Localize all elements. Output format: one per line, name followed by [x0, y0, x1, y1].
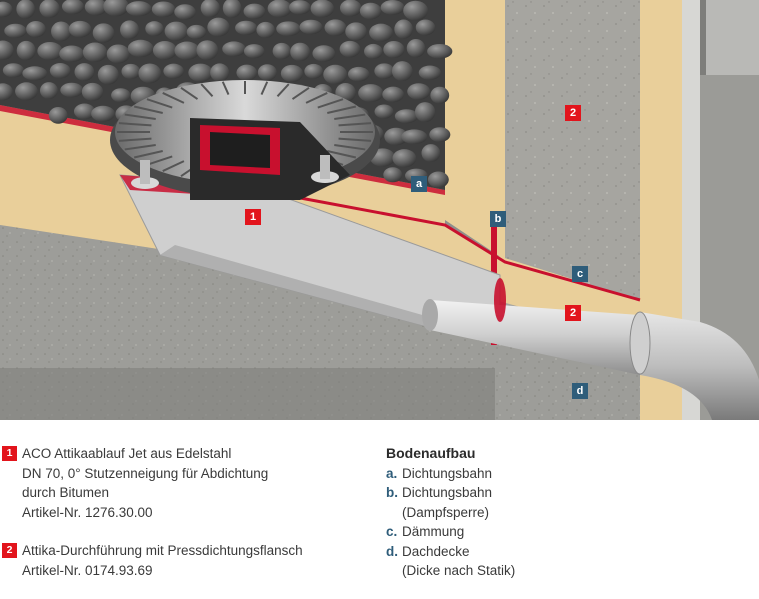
entry-c-line-1: Dämmung	[402, 524, 465, 539]
legend-item-1-line-1: ACO Attikaablauf Jet aus Edelstahl	[22, 446, 232, 461]
badge-2-wall: 2	[565, 105, 581, 121]
entry-a-line-1: Dichtungsbahn	[402, 465, 493, 481]
product-legend: 1 ACO Attikaablauf Jet aus Edelstahl DN …	[2, 444, 303, 599]
entry-letter-a: a.	[386, 465, 398, 481]
entry-letter-c: c.	[386, 524, 398, 539]
entry-letter-d: d.	[386, 543, 398, 559]
legend-item-2-line-1: Attika-Durchführung mit Pressdichtungsfl…	[22, 543, 303, 558]
legend-item-2: 2 Attika-Durchführung mit Pressdichtungs…	[2, 541, 303, 580]
legend-item-1-line-4: Artikel-Nr. 1276.30.00	[22, 504, 153, 520]
legend-item-1: 1 ACO Attikaablauf Jet aus Edelstahl DN …	[2, 444, 303, 522]
legend-item-1-line-3: durch Bitumen	[22, 485, 110, 500]
bodenaufbau-entry-c: c. Dämmung	[386, 522, 515, 542]
badge-d: d	[572, 383, 588, 399]
badge-a: a	[411, 176, 427, 192]
entry-d-line-2: (Dicke nach Statik)	[402, 563, 516, 578]
entry-d-line-1: Dachdecke	[402, 543, 470, 559]
badge-2-pipe: 2	[565, 305, 581, 321]
entry-b-line-1: Dichtungsbahn	[402, 485, 493, 500]
badge-c: c	[572, 266, 588, 282]
bodenaufbau-entry-d: d. Dachdecke (Dicke nach Statik)	[386, 542, 515, 581]
entry-b-line-2: (Dampfsperre)	[402, 504, 490, 520]
entry-letter-b: b.	[386, 485, 398, 500]
legend-number-1: 1	[2, 446, 17, 461]
bodenaufbau-heading: Bodenaufbau	[386, 445, 476, 461]
badge-1: 1	[245, 209, 261, 225]
bodenaufbau-legend: Bodenaufbau a. Dichtungsbahn b. Dichtung…	[386, 444, 515, 581]
roof-drain-section-illustration	[0, 0, 759, 420]
legend-number-2: 2	[2, 543, 17, 558]
legend-item-2-line-2: Artikel-Nr. 0174.93.69	[22, 562, 153, 578]
bodenaufbau-entry-a: a. Dichtungsbahn	[386, 464, 515, 484]
bodenaufbau-entry-b: b. Dichtungsbahn (Dampfsperre)	[386, 483, 515, 522]
legend-item-1-line-2: DN 70, 0° Stutzenneigung für Abdichtung	[22, 465, 269, 481]
badge-b: b	[490, 211, 506, 227]
